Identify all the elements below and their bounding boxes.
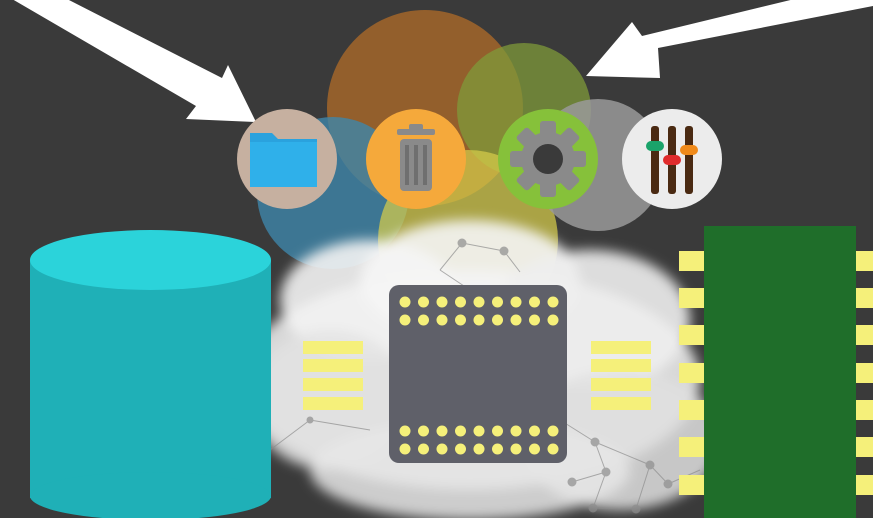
chip-pin [473, 296, 485, 308]
chip-pin [547, 296, 559, 308]
board-pad [679, 400, 704, 420]
cpu-chip [389, 285, 567, 463]
chip-pin [399, 314, 411, 326]
chip-pin [418, 314, 429, 326]
board-pad [679, 363, 704, 383]
board-pad [856, 475, 873, 495]
chip-pin [529, 296, 540, 308]
board-pad [679, 475, 704, 495]
board-pad [856, 400, 873, 420]
network-mesh [249, 238, 701, 514]
folder-app[interactable] [237, 109, 337, 209]
chip-pin [547, 443, 559, 455]
chip-pin [473, 443, 485, 455]
right-arrow [586, 0, 873, 78]
chip-pin [455, 296, 466, 308]
left-connector [303, 341, 363, 410]
database-cylinder [30, 230, 271, 518]
left-arrow [13, 0, 256, 122]
board-pad [679, 251, 704, 271]
trash-icon [397, 124, 435, 191]
chip-pin [510, 314, 522, 326]
chip-pin [510, 296, 522, 308]
chip-pin [455, 314, 466, 326]
chip-pin [473, 425, 485, 437]
chip-pin [455, 425, 466, 437]
chip-pin [510, 425, 522, 437]
chip-pin [418, 425, 429, 437]
chip-pin [399, 425, 411, 437]
board-pad [679, 325, 704, 345]
chip-pin [399, 443, 411, 455]
chip-pin [455, 443, 466, 455]
chip-pin [436, 443, 448, 455]
chip-pin [436, 425, 448, 437]
chip-pin [473, 314, 485, 326]
chip-pin [529, 425, 540, 437]
board-pad [679, 437, 704, 457]
right-connector [591, 341, 651, 410]
chip-pin [529, 443, 540, 455]
board-pad [856, 325, 873, 345]
chip-pin [492, 443, 503, 455]
board-pad [679, 288, 704, 308]
chip-pin [547, 314, 559, 326]
chip-pin [436, 296, 448, 308]
chip-pin [510, 443, 522, 455]
memory-board [679, 226, 873, 518]
sliders-icon [646, 126, 698, 194]
chip-pin [399, 296, 411, 308]
board-pad [856, 363, 873, 383]
chip-pins [399, 296, 559, 455]
chip-pin [418, 296, 429, 308]
chip-pin [492, 314, 503, 326]
gear-icon [510, 121, 586, 197]
board-pad [856, 251, 873, 271]
chip-pin [547, 425, 559, 437]
chip-pin [436, 314, 448, 326]
mixer-app[interactable] [622, 109, 722, 209]
trash-app[interactable] [366, 109, 466, 209]
settings-app[interactable] [498, 109, 598, 209]
folder-icon [250, 133, 317, 187]
chip-pin [418, 443, 429, 455]
chip-pin [492, 296, 503, 308]
board-pad [856, 288, 873, 308]
chip-pin [529, 314, 540, 326]
board-pad [856, 437, 873, 457]
chip-pin [492, 425, 503, 437]
